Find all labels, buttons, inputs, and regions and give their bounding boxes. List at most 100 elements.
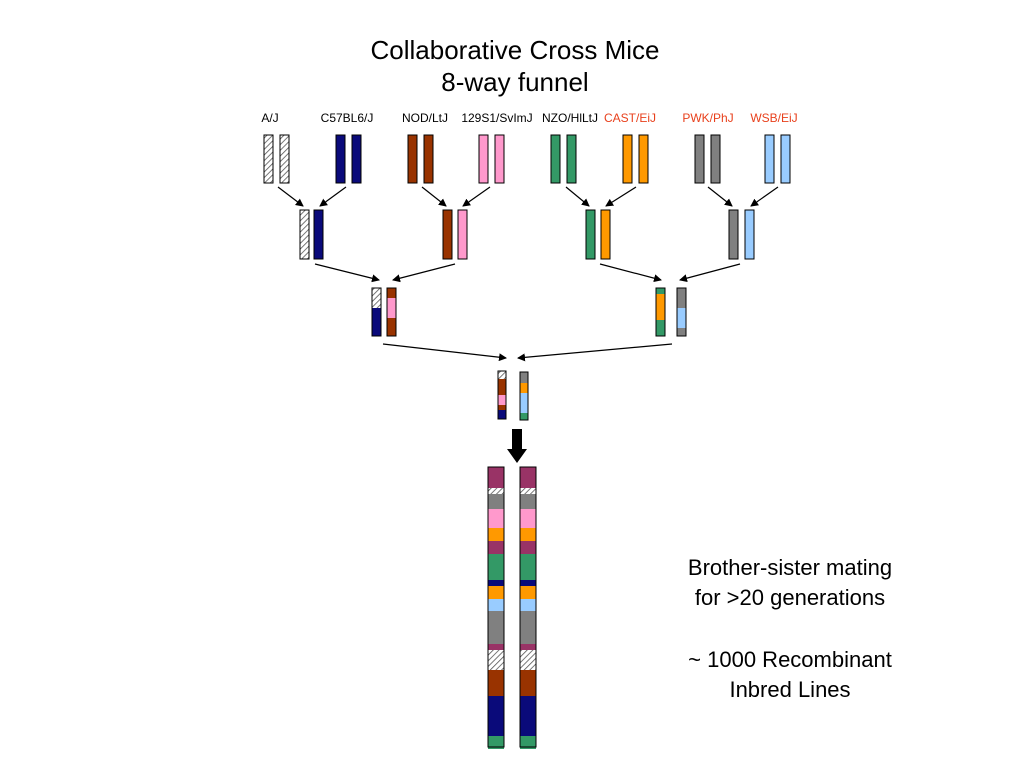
chromosome-outline xyxy=(638,134,649,184)
chromosome-outline xyxy=(710,134,721,184)
cross-arrow xyxy=(462,186,491,207)
chromosome-segment xyxy=(677,308,686,328)
chromosome-segment xyxy=(520,599,536,611)
chromosome-outline xyxy=(335,134,346,184)
funnel-arrows xyxy=(277,186,779,463)
chromosome-outline xyxy=(371,287,382,337)
chromosome-outline xyxy=(487,466,505,748)
strain-label: C57BL6/J xyxy=(320,111,374,125)
chromosome-segment xyxy=(601,210,610,259)
cross-arrow xyxy=(277,186,304,207)
chromosome-segment xyxy=(495,135,504,183)
chromosome-segment xyxy=(520,650,536,670)
cross-arrow xyxy=(319,186,347,207)
chromosome-segment xyxy=(656,294,665,320)
chromosome-segment xyxy=(372,288,381,308)
chromosome-segment xyxy=(623,135,632,183)
chromosome-segment xyxy=(479,135,488,183)
chromosome-segment xyxy=(520,736,536,749)
chromosome-outline xyxy=(764,134,775,184)
chromosome-segment xyxy=(280,135,289,183)
chromosome-outline xyxy=(279,134,290,184)
strain-label: WSB/EiJ xyxy=(750,111,798,125)
cross-arrow xyxy=(392,263,456,283)
chromosome-segment xyxy=(520,372,528,383)
chromosome-outline xyxy=(519,466,537,748)
chromosome-segment xyxy=(520,528,536,541)
chromosome-segment xyxy=(488,554,504,580)
chromosome-segment xyxy=(677,288,686,308)
chromosome-segment xyxy=(488,467,504,488)
chromosome-outline xyxy=(728,209,739,260)
cross-arrow xyxy=(382,343,507,362)
caption-line-3: ~ 1000 Recombinant xyxy=(688,647,892,672)
chromosome-outline xyxy=(780,134,791,184)
cross-arrow xyxy=(565,186,590,207)
chromosome-segment xyxy=(387,318,396,336)
chromosome-segment xyxy=(488,599,504,611)
caption-line-1: Brother-sister mating xyxy=(687,555,893,580)
strain-label: NOD/LtJ xyxy=(401,111,449,125)
chromosome-outline xyxy=(407,134,418,184)
chromosome-segment xyxy=(520,413,528,420)
chromosome-outline xyxy=(519,371,529,421)
chromosome-outline xyxy=(550,134,561,184)
chromosome-segment xyxy=(352,135,361,183)
chromosome-segment xyxy=(488,488,504,494)
chromosome-segment xyxy=(387,298,396,318)
chromosome-segment xyxy=(695,135,704,183)
chromosome-segment xyxy=(729,210,738,259)
chromosome-outline xyxy=(351,134,362,184)
chromosome-segment xyxy=(498,405,506,410)
cross-arrow xyxy=(599,263,662,283)
cross-arrow xyxy=(750,186,779,207)
chromosome-segment xyxy=(520,541,536,554)
chromosome-segment xyxy=(264,135,273,183)
chromosome-segment xyxy=(765,135,774,183)
chromosome-segment xyxy=(711,135,720,183)
chromosome-outline xyxy=(585,209,596,260)
chromosome-outline xyxy=(263,134,274,184)
caption-line-4: Inbred Lines xyxy=(729,677,851,702)
chromosome-outline xyxy=(442,209,453,260)
chromosome-segment xyxy=(639,135,648,183)
chromosome-segment xyxy=(387,288,396,298)
chromosome-segment xyxy=(520,509,536,528)
chromosome-segment xyxy=(498,379,506,395)
cross-arrow xyxy=(679,263,741,283)
strain-label: A/J xyxy=(261,111,279,125)
chromosome-segment xyxy=(498,371,506,379)
chromosome-segment xyxy=(520,696,536,736)
chromosome-segment xyxy=(424,135,433,183)
chromosome-outline xyxy=(313,209,324,260)
chromosome-segment xyxy=(488,541,504,554)
diagram-subtitle: 8-way funnel xyxy=(441,67,589,97)
chromosome-segment xyxy=(300,210,309,259)
cross-arrow xyxy=(421,186,447,207)
chromosome-segment xyxy=(520,554,536,580)
chromosome-segment xyxy=(314,210,323,259)
chromosome-segment xyxy=(520,644,536,650)
chromosome-outline xyxy=(694,134,705,184)
chromosome-segment xyxy=(520,586,536,599)
diagram-title: Collaborative Cross Mice xyxy=(370,35,660,65)
chromosome-segment xyxy=(520,580,536,586)
chromosome-segment xyxy=(586,210,595,259)
chromosome-segment xyxy=(498,395,506,405)
chromosome-segment xyxy=(520,488,536,494)
chromosome-outline xyxy=(386,287,397,337)
chromosome-segment xyxy=(336,135,345,183)
cross-arrow xyxy=(605,186,637,207)
chromosome-outline xyxy=(423,134,434,184)
chromosome-segment xyxy=(567,135,576,183)
chromosome-segment xyxy=(745,210,754,259)
chromosome-outline xyxy=(299,209,310,260)
chromosome-outline xyxy=(566,134,577,184)
chromosome-segment xyxy=(520,383,528,393)
chromosome-segment xyxy=(488,736,504,749)
chromosome-segment xyxy=(520,611,536,644)
chromosome-outline xyxy=(478,134,489,184)
generations-arrow xyxy=(507,429,527,463)
chromosome-segment xyxy=(520,670,536,696)
